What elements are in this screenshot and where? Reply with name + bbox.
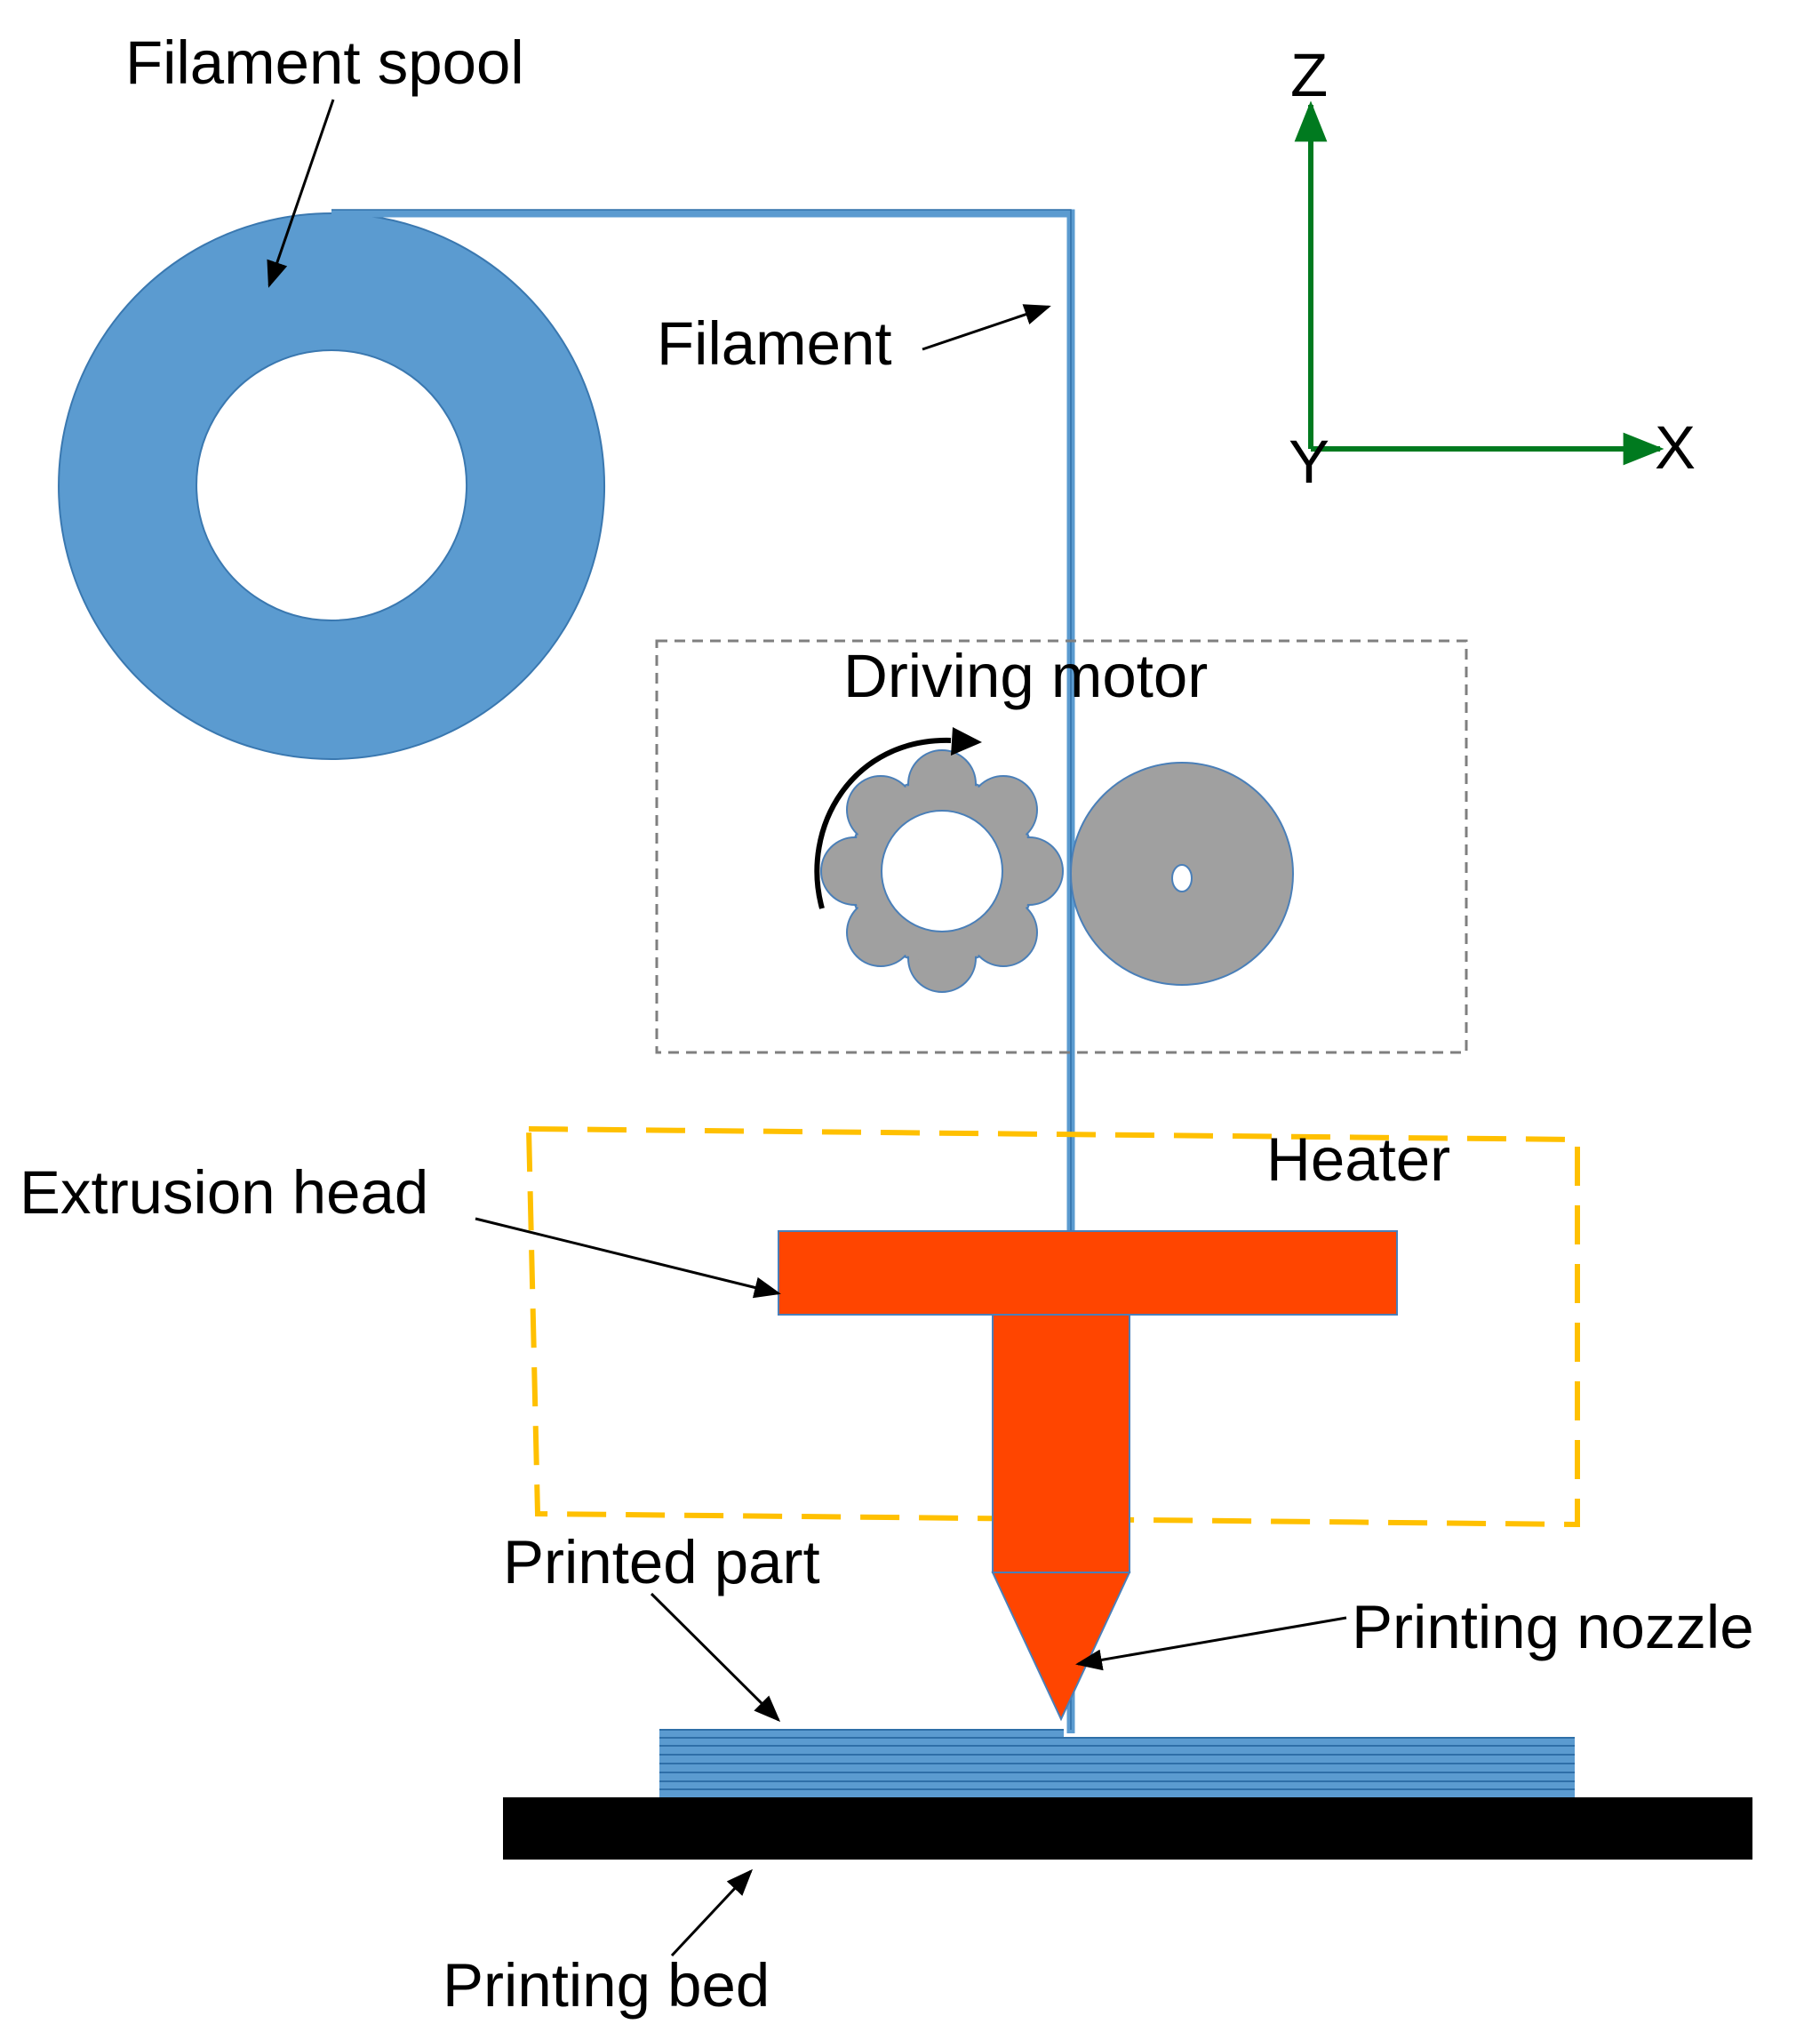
- z-axis-label: Z: [1290, 41, 1328, 109]
- spool-leader: [267, 99, 335, 288]
- filament-spool: [58, 212, 606, 760]
- printing-bed: [503, 1797, 1752, 1860]
- printing-bed-label: Printing bed: [443, 1951, 770, 2020]
- idler-wheel: [1070, 762, 1294, 986]
- x-axis-label: X: [1655, 413, 1696, 482]
- spool-ring: [58, 212, 606, 760]
- printed-part: [659, 1729, 1575, 1797]
- bed-leader: [670, 1868, 754, 1957]
- extrusion-head: [778, 1230, 1398, 1573]
- printing-nozzle: [991, 1572, 1131, 1722]
- extrusion-head-leader: [475, 1217, 781, 1299]
- y-axis-label: Y: [1289, 428, 1329, 496]
- rotation-arrow: [814, 727, 982, 909]
- heater-label: Heater: [1266, 1125, 1450, 1194]
- filament-label: Filament: [657, 309, 892, 378]
- driving-motor-label: Driving motor: [843, 642, 1208, 710]
- coordinate-axes: [1294, 100, 1664, 466]
- filament-leader: [922, 304, 1051, 351]
- heater-box: [525, 1125, 1580, 1528]
- extrusion-head-label: Extrusion head: [20, 1158, 428, 1227]
- printed-part-leader: [650, 1592, 781, 1723]
- drive-gear: [820, 749, 1064, 993]
- printed-part-label: Printed part: [503, 1528, 820, 1596]
- leader-arrows: [267, 99, 1347, 1957]
- driving-motor-box: [655, 639, 1468, 1054]
- printing-nozzle-label: Printing nozzle: [1352, 1593, 1754, 1661]
- filament-spool-label: Filament spool: [125, 28, 524, 97]
- nozzle-leader: [1075, 1616, 1347, 1671]
- filament-line: [331, 209, 1075, 1733]
